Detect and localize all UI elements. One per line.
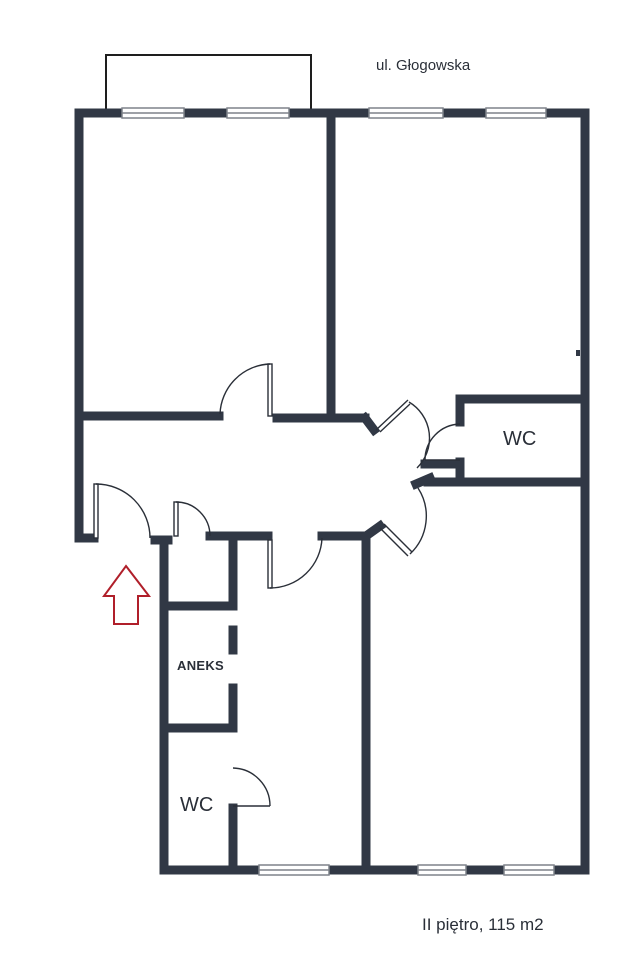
door-storage <box>173 501 211 537</box>
door-wc-lower <box>232 767 271 807</box>
window-3 <box>368 107 444 119</box>
window-1 <box>121 107 185 119</box>
room-label-aneks: ANEKS <box>177 658 225 673</box>
room-label-wc-lower: WC <box>180 794 214 816</box>
door-room-top-right <box>375 399 431 469</box>
street-label: ul. Głogowska <box>376 57 471 74</box>
doors <box>93 363 461 807</box>
door-aneks <box>267 537 323 589</box>
window-6 <box>417 864 467 876</box>
door-room-top-left <box>219 363 273 417</box>
walls <box>74 108 590 875</box>
floor-info-label: II piętro, 115 m2 <box>422 915 544 934</box>
door-entrance <box>93 483 151 539</box>
window-4 <box>485 107 547 119</box>
window-7 <box>503 864 555 876</box>
window-2 <box>226 107 290 119</box>
room-label-wc-upper: WC <box>503 428 537 450</box>
door-room-bottom-right <box>379 487 427 557</box>
entrance-arrow-icon <box>102 564 152 625</box>
windows <box>121 107 555 876</box>
balcony-outline <box>105 54 312 113</box>
window-5 <box>258 864 330 876</box>
door-wc-upper <box>424 423 461 461</box>
